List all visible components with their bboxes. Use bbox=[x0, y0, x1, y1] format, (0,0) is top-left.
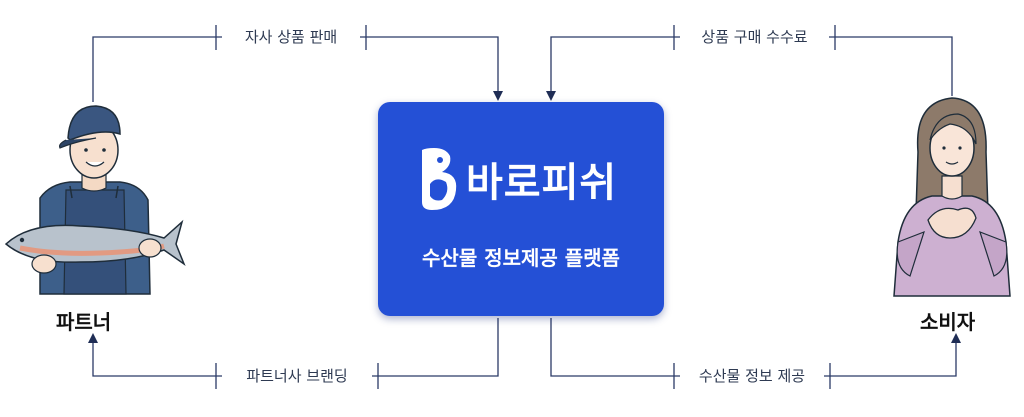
consumer-label: 소비자 bbox=[920, 310, 976, 334]
flow-label-partner-to-platform: 자사 상품 판매 bbox=[222, 25, 360, 49]
woman-consumer-icon bbox=[893, 97, 1011, 297]
barofish-logo-icon bbox=[422, 148, 457, 210]
brand-name: 바로피쉬 bbox=[466, 160, 618, 206]
partner-label: 파트너 bbox=[56, 310, 112, 334]
flow-label-platform-to-consumer: 수산물 정보 제공 bbox=[680, 364, 824, 388]
platform-card: 바로피쉬 수산물 정보제공 플랫폼 bbox=[378, 102, 664, 316]
flow-label-platform-to-partner: 파트너사 브랜딩 bbox=[222, 364, 372, 388]
platform-description: 수산물 정보제공 플랫폼 bbox=[422, 246, 620, 270]
flow-label-consumer-to-platform: 상품 구매 수수료 bbox=[680, 25, 829, 49]
fisherman-holding-salmon-icon bbox=[4, 105, 186, 295]
